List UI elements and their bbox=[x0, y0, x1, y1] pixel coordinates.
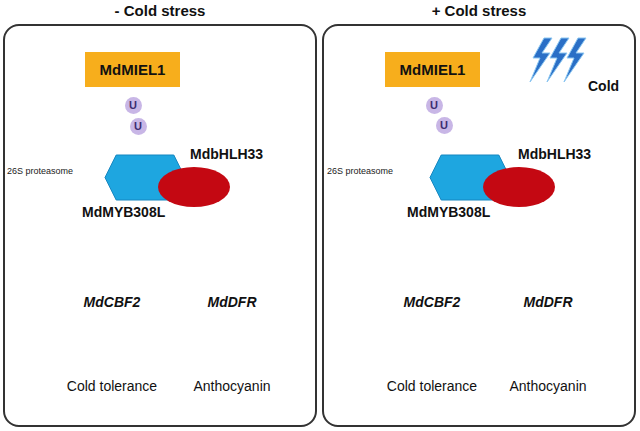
proteasome-label: 26S proteasome bbox=[6, 166, 74, 176]
cold-signal: Cold bbox=[528, 36, 600, 90]
gene-label: Anthocyanin bbox=[193, 378, 270, 394]
gene-label: MdCBF2 bbox=[84, 294, 141, 310]
gene-label: MdDFR bbox=[524, 294, 573, 310]
protein-label: MdbHLH33 bbox=[190, 146, 263, 162]
ubiquitin-tag: U bbox=[125, 97, 142, 114]
gene-text: MdCBF2 bbox=[81, 292, 144, 312]
gene-label: Cold tolerance bbox=[67, 378, 157, 394]
condition-panel: MdMIEL1ColdMdMYB308LMdbHLH33MdCBF2MdDFRC… bbox=[322, 24, 636, 427]
ellipse-shape bbox=[158, 167, 230, 207]
protein-label: MdbHLH33 bbox=[518, 146, 591, 162]
protein-label: MdMYB308L bbox=[82, 204, 165, 220]
gene-label: Anthocyanin bbox=[509, 378, 586, 394]
ellipse-outline bbox=[158, 167, 230, 207]
gene-label: Cold tolerance bbox=[387, 378, 477, 394]
proteasome-label: 26S proteasome bbox=[326, 166, 394, 176]
gene-label: MdCBF2 bbox=[404, 294, 461, 310]
ubiquitin-tag: U bbox=[436, 117, 453, 134]
protein-label: Cold bbox=[588, 78, 619, 94]
ubiquitin-tag: U bbox=[130, 118, 147, 135]
gene-text: MdDFR bbox=[205, 292, 260, 312]
protein-label: MdMIEL1 bbox=[100, 61, 166, 78]
gene-text: MdCBF2 bbox=[401, 292, 464, 312]
protein-ellipse: MdbHLH33 bbox=[158, 167, 230, 207]
protein-label: MdMIEL1 bbox=[400, 61, 466, 78]
panel-title: + Cold stress bbox=[324, 2, 634, 19]
panel-title: - Cold stress bbox=[5, 2, 315, 19]
gene-label: MdDFR bbox=[208, 294, 257, 310]
gene-text: Anthocyanin bbox=[506, 376, 589, 396]
ubiquitin-tag: U bbox=[426, 97, 443, 114]
condition-panel: MdMIEL1MdMYB308LMdbHLH33MdCBF2MdDFRCold … bbox=[3, 24, 317, 427]
protein-ellipse: MdbHLH33 bbox=[483, 167, 555, 207]
gene-text: Cold tolerance bbox=[384, 376, 480, 396]
protein-label: MdMYB308L bbox=[407, 204, 490, 220]
gene-text: Cold tolerance bbox=[64, 376, 160, 396]
gene-text: Anthocyanin bbox=[190, 376, 273, 396]
protein-box: MdMIEL1 bbox=[85, 52, 180, 87]
ellipse-outline bbox=[483, 167, 555, 207]
ellipse-shape bbox=[483, 167, 555, 207]
lightning-bolt bbox=[547, 38, 569, 82]
lightning-bolt bbox=[530, 38, 552, 82]
protein-box: MdMIEL1 bbox=[385, 52, 480, 87]
gene-text: MdDFR bbox=[521, 292, 576, 312]
lightning-bolt bbox=[564, 38, 586, 82]
